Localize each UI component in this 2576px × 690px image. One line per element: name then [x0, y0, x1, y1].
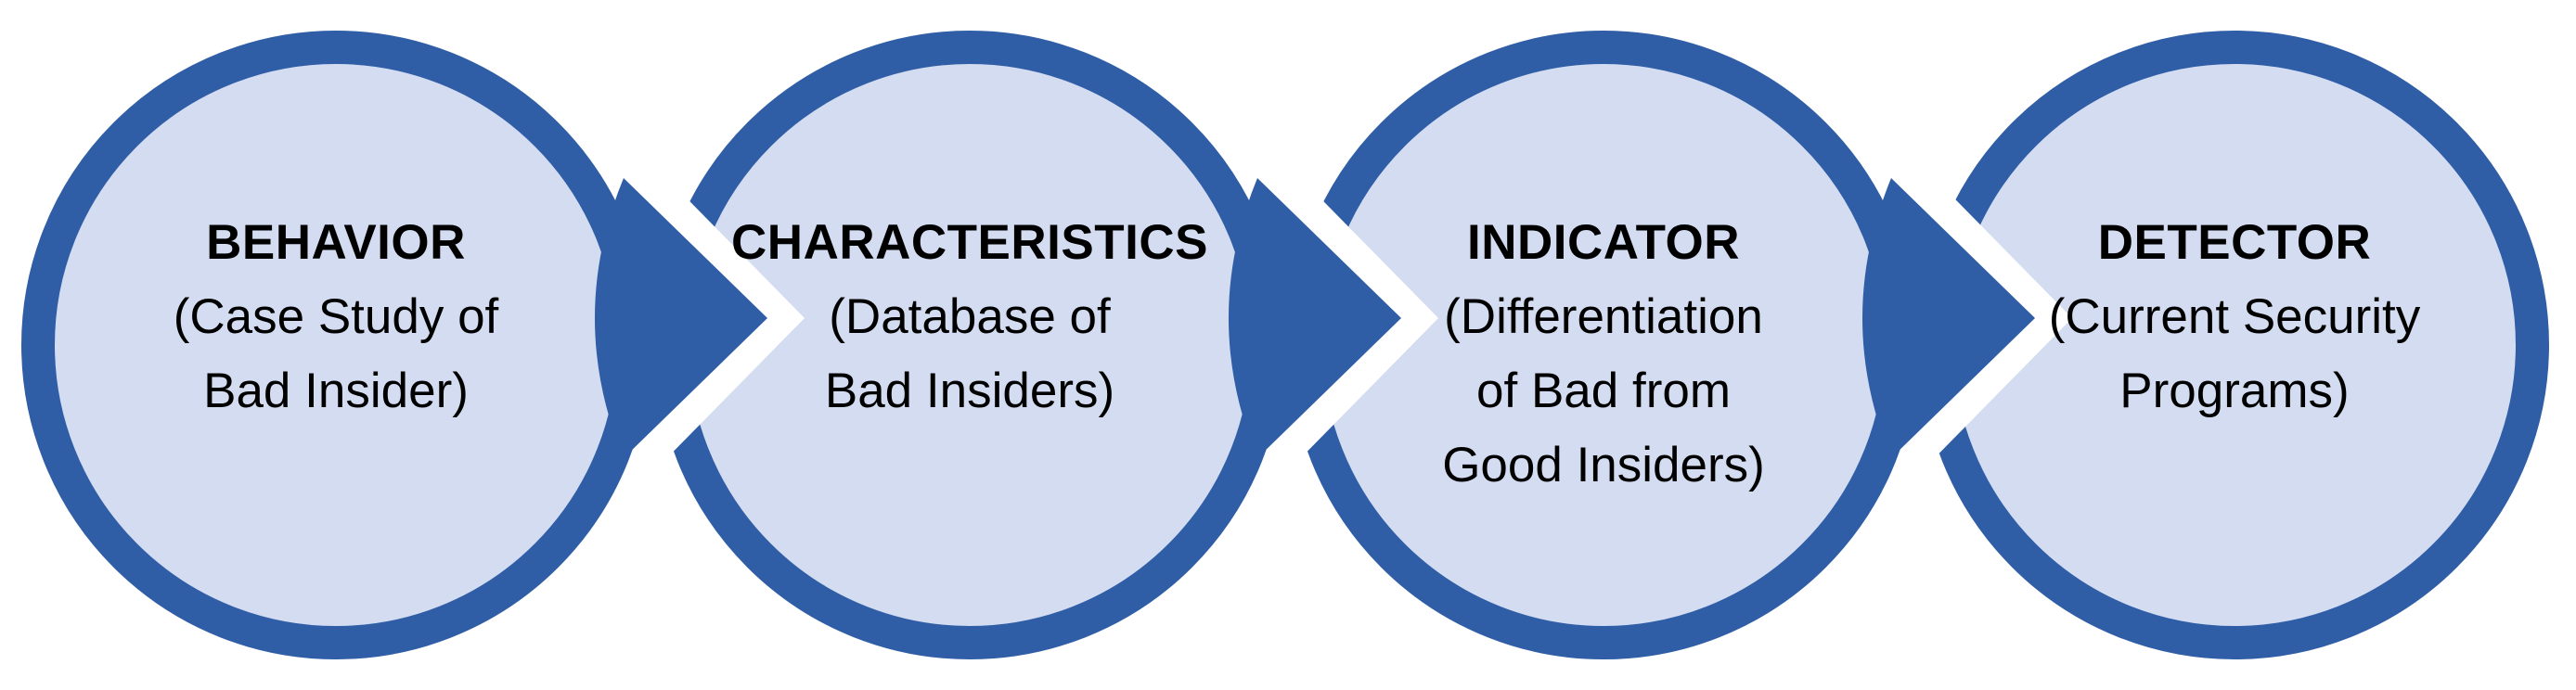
- node-behavior-title: BEHAVIOR: [206, 215, 466, 270]
- node-indicator: INDICATOR (Differentiation of Bad from G…: [1362, 206, 1845, 503]
- arrow-indicator-to-detector-icon: [1862, 178, 2035, 458]
- node-characteristics-title: CHARACTERISTICS: [731, 215, 1208, 270]
- node-detector: DETECTOR (Current Security Programs): [1993, 206, 2476, 428]
- node-detector-title: DETECTOR: [2097, 215, 2372, 270]
- arrow-behavior-to-characteristics-icon: [595, 178, 767, 458]
- node-indicator-title: INDICATOR: [1466, 215, 1741, 270]
- node-characteristics-subtitle: (Database of Bad Insiders): [824, 289, 1115, 418]
- node-characteristics: CHARACTERISTICS (Database of Bad Insider…: [728, 206, 1211, 428]
- node-behavior: BEHAVIOR (Case Study of Bad Insider): [95, 206, 577, 428]
- arrow-characteristics-to-indicator-icon: [1229, 178, 1401, 458]
- node-indicator-subtitle: (Differentiation of Bad from Good Inside…: [1442, 289, 1765, 492]
- node-behavior-subtitle: (Case Study of Bad Insider): [173, 289, 499, 418]
- node-detector-subtitle: (Current Security Programs): [2048, 289, 2421, 418]
